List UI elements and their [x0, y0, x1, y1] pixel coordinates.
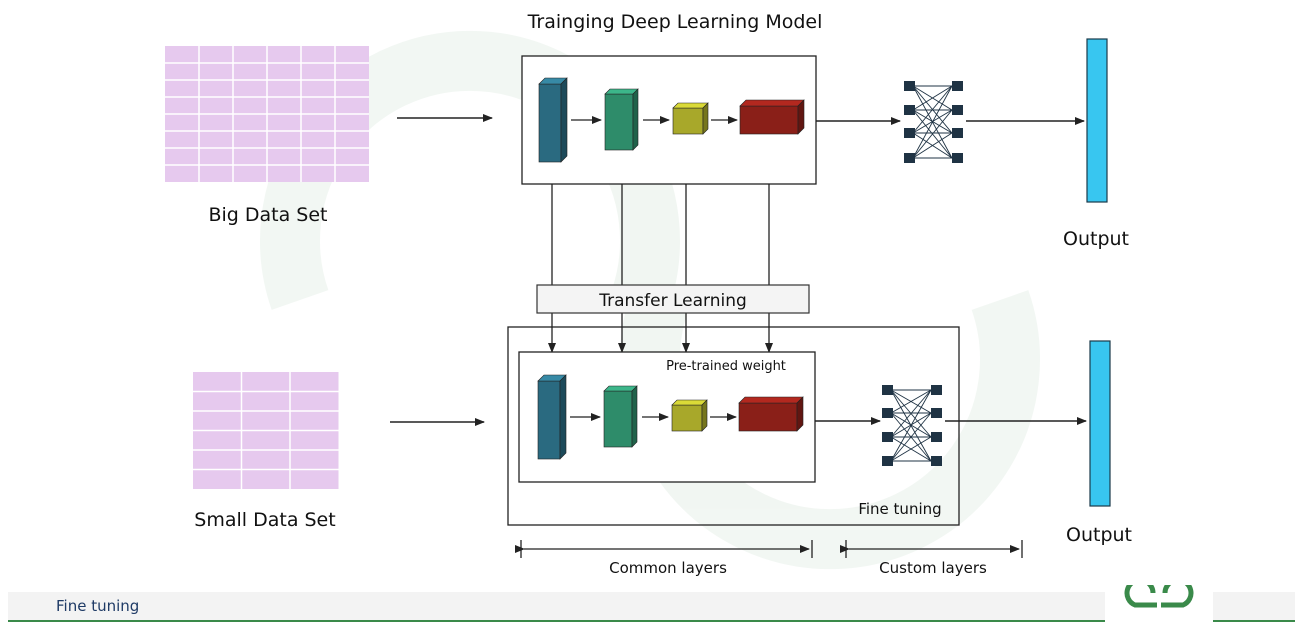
net-node [952, 81, 963, 91]
pretrained-weight-label: Pre-trained weight [666, 359, 786, 374]
layer-4-block-side [797, 99, 805, 135]
net-node [931, 432, 942, 442]
footer-caption: Fine tuning [56, 597, 140, 615]
bottom-output-label: Output [1066, 524, 1132, 546]
layer-3-block-side [702, 102, 709, 135]
layer-4-block-front [739, 105, 799, 135]
net-edge [912, 85, 953, 159]
net-edge [912, 132, 953, 159]
gfg-logo-mark [1124, 577, 1194, 608]
net-edge [912, 85, 953, 134]
top-layer-stack [538, 77, 805, 163]
net-node [931, 385, 942, 395]
net-node [882, 456, 893, 466]
layer-2-block-side [632, 88, 639, 151]
small-data-set-grid [193, 372, 339, 489]
layer-2-block-front [604, 93, 634, 151]
layer-4-block-front [738, 402, 798, 432]
big-data-set-grid [165, 46, 369, 182]
bottom-output-bar [1089, 340, 1111, 507]
layer-2-block-top [604, 88, 639, 95]
custom-layers-dimension [840, 540, 1023, 558]
net-node [882, 432, 893, 442]
top-dense-network [904, 81, 963, 163]
net-node [952, 153, 963, 163]
small-data-set-label: Small Data Set [194, 509, 335, 531]
layer-3-block-top [671, 399, 708, 406]
net-node [904, 128, 915, 138]
net-edge [890, 436, 932, 462]
net-edge [890, 412, 932, 462]
footer-bar: Fine tuning [8, 592, 1295, 622]
diagram-title: Trainging Deep Learning Model [527, 11, 823, 33]
gfg-logo [1105, 577, 1213, 623]
layer-4-block-top [738, 396, 804, 404]
layer-2-block-side [631, 385, 638, 448]
fine-tuning-box [507, 326, 960, 526]
layer-2-block-top [603, 385, 638, 392]
net-node [952, 128, 963, 138]
bottom-layer-stack [537, 374, 804, 460]
big-data-set-label: Big Data Set [208, 204, 327, 226]
bottom-dense-network [882, 385, 942, 466]
net-node [904, 105, 915, 115]
top-output-bar [1086, 38, 1108, 203]
net-node [931, 408, 942, 418]
net-edge [890, 389, 932, 438]
layer-3-block-top [672, 102, 709, 109]
layer-2-block-front [603, 390, 633, 448]
layer-3-block-front [672, 107, 704, 135]
net-edge [890, 389, 932, 462]
top-output-label: Output [1063, 228, 1129, 250]
layer-4-block-side [796, 396, 804, 432]
layer-4-block-top [739, 99, 805, 107]
net-edge [912, 109, 953, 159]
net-edge [912, 85, 953, 111]
layer-1-block-side [559, 374, 567, 460]
common-layers-label: Common layers [609, 559, 727, 577]
fine-tuning-label: Fine tuning [858, 500, 941, 518]
layer-1-block-front [538, 83, 562, 163]
layer-3-block-front [671, 404, 703, 432]
net-node [904, 81, 915, 91]
net-edge [890, 389, 932, 414]
custom-layers-label: Custom layers [879, 559, 987, 577]
net-node [882, 385, 893, 395]
net-node [952, 105, 963, 115]
layer-1-block-front [537, 380, 561, 460]
layer-3-block-side [701, 399, 708, 432]
net-node [931, 456, 942, 466]
net-node [904, 153, 915, 163]
transfer-connectors [548, 184, 773, 353]
transfer-learning-box [536, 284, 810, 314]
layer-1-block-side [560, 77, 568, 163]
net-node [882, 408, 893, 418]
transfer-learning-label: Transfer Learning [598, 291, 747, 311]
common-layers-dimension [515, 540, 813, 558]
